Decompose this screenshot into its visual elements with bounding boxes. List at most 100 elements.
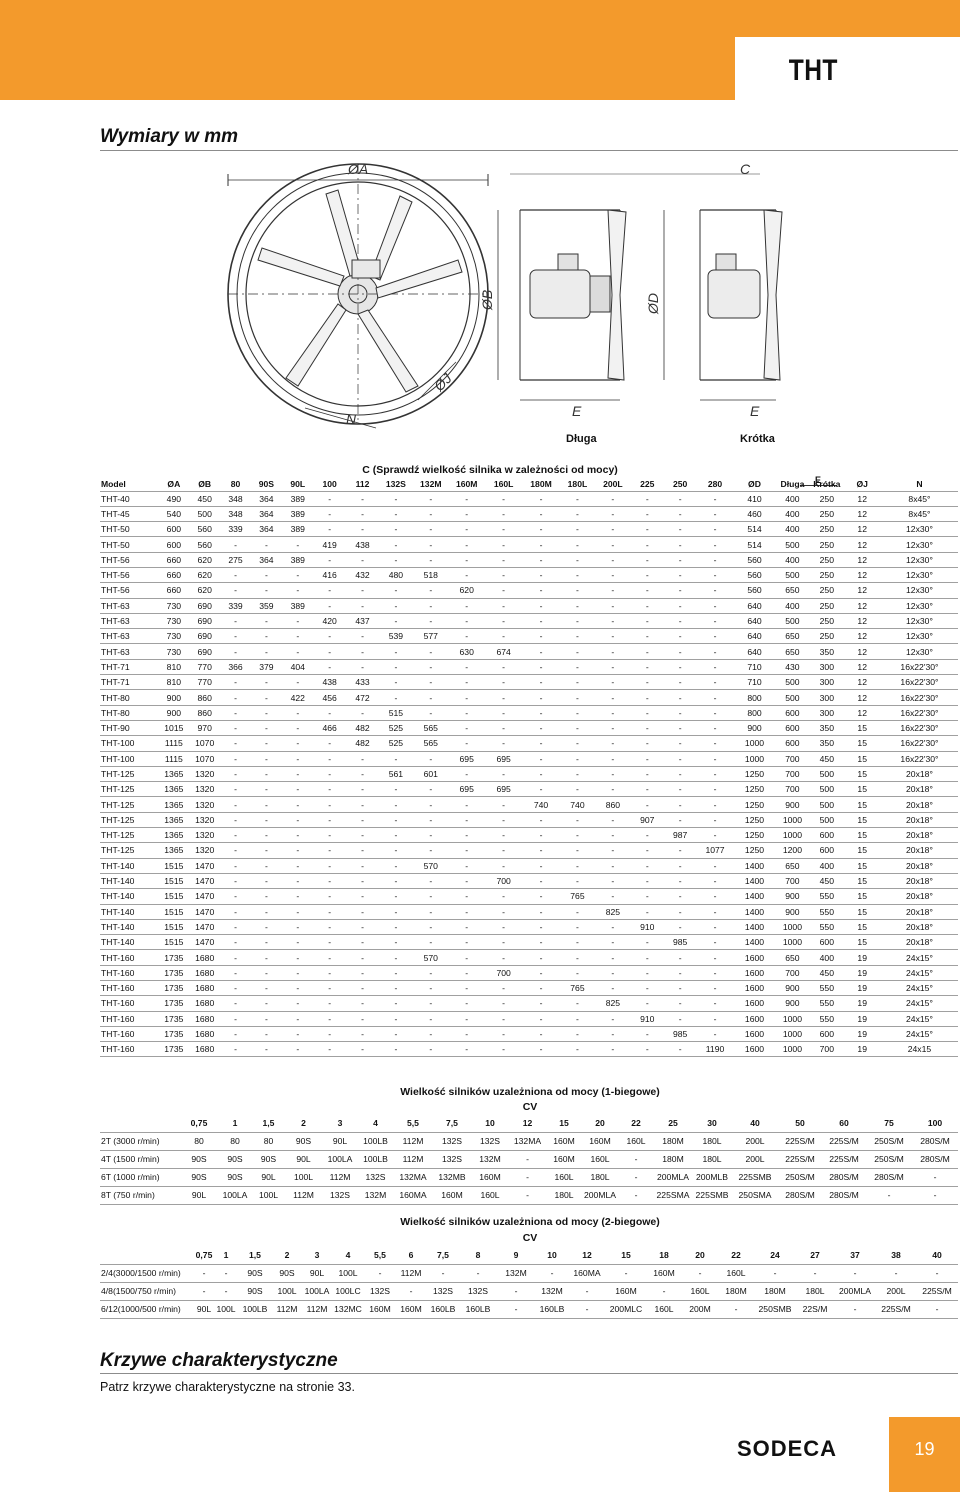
motor1-cell: 280S/M [778, 1186, 822, 1205]
dimensions-cell: 15 [843, 888, 881, 905]
dimensions-cell: - [559, 934, 596, 951]
dimensions-cell: - [313, 659, 346, 676]
dimensions-cell: - [220, 536, 251, 553]
motor2-cell: 132M [536, 1282, 568, 1301]
dimensions-cell: 600 [158, 536, 190, 553]
dimensions-cell: 12x30° [880, 552, 958, 568]
dimensions-cell: - [630, 904, 665, 920]
dimensions-cell: 1000 [774, 812, 811, 829]
dimensions-cell: 525 [379, 735, 413, 752]
dimensions-cell: - [345, 919, 380, 936]
dimensions-cell: 1735 [158, 949, 190, 966]
dimensions-cell: - [250, 674, 283, 691]
dimensions-cell: - [345, 705, 380, 721]
dimensions-cell: 12 [843, 705, 881, 721]
dimensions-cell: - [250, 812, 283, 829]
dimensions-cell: 437 [345, 613, 380, 630]
dimensions-cell: 250 [810, 567, 844, 584]
dimensions-cell: - [412, 705, 449, 721]
dimensions-cell: THT-140 [100, 919, 159, 936]
technical-drawing: ØA C ØB ØD ØJ N E E Długa Krótka [227, 161, 783, 445]
dimensions-cell: 900 [774, 995, 811, 1012]
dimensions-cell: - [448, 506, 485, 523]
caption-short: Krótka [740, 433, 776, 445]
dimensions-cell: - [484, 1026, 523, 1043]
motor1-cell: - [618, 1150, 654, 1169]
motor1-cell: 132S [322, 1186, 358, 1205]
dimensions-cell: - [695, 689, 735, 706]
dimensions-cell: 348 [220, 506, 251, 523]
dimensions-cell: THT-140 [100, 904, 159, 920]
dimensions-cell: - [630, 659, 665, 676]
dimensions-cell: 12x30° [880, 628, 958, 645]
dimensions-cell: 20x18° [880, 812, 958, 829]
motor1-cell: 90L [322, 1132, 358, 1151]
dimensions-cell: - [250, 965, 283, 982]
dimensions-cell: 480 [379, 567, 413, 584]
dimensions-header-cell: 80 [220, 477, 251, 492]
motor1-cell: 132S [471, 1132, 509, 1151]
motor1-header-cell: 7,5 [433, 1114, 471, 1133]
dimensions-cell: - [664, 491, 696, 507]
dimensions-cell: - [448, 995, 485, 1012]
dimensions-cell: 1600 [734, 949, 775, 966]
dimensions-cell: - [595, 628, 631, 645]
dimensions-cell: - [412, 674, 449, 691]
dimensions-cell: 389 [282, 491, 314, 507]
dimensions-cell: - [630, 567, 665, 584]
dimensions-cell: - [484, 812, 523, 829]
motor2-cell: 90S [238, 1282, 272, 1301]
dimensions-cell: 350 [810, 735, 844, 752]
motor1-cell: 250S/M [778, 1168, 822, 1187]
dimensions-cell: - [379, 751, 413, 767]
dimensions-cell: - [522, 536, 560, 553]
motor2-cell: - [426, 1264, 460, 1283]
dimensions-cell: - [664, 919, 696, 936]
dimensions-cell: 710 [734, 659, 775, 676]
dimensions-cell: 1250 [734, 781, 775, 798]
dimensions-cell: - [664, 888, 696, 905]
dimensions-cell: 660 [158, 567, 190, 584]
dimensions-cell: - [250, 904, 283, 920]
dimensions-cell: 1515 [158, 904, 190, 920]
motor1-cell: 100LA [322, 1150, 358, 1169]
dimensions-cell: THT-160 [100, 995, 159, 1012]
motor2-cell: - [916, 1264, 958, 1283]
dimensions-cell: - [412, 781, 449, 798]
dimensions-cell: - [695, 720, 735, 737]
dimensions-cell: - [282, 904, 314, 920]
dimensions-cell: 550 [810, 995, 844, 1012]
dimensions-cell: 1680 [189, 980, 221, 997]
motor2-cell: - [496, 1300, 536, 1319]
motor1-cell: 80 [180, 1132, 218, 1151]
dimensions-cell: - [595, 720, 631, 737]
dimensions-cell: 364 [250, 521, 283, 538]
motor2-header-cell: 20 [682, 1246, 718, 1265]
dimensions-cell: 1200 [774, 842, 811, 859]
dimensions-cell: - [412, 919, 449, 936]
dimensions-cell: - [595, 812, 631, 829]
motor2-cell: - [194, 1264, 214, 1283]
dimensions-cell: - [448, 842, 485, 859]
dimensions-cell: - [559, 643, 596, 660]
dimensions-cell: 620 [189, 552, 221, 568]
dimensions-cell: - [412, 888, 449, 905]
motor2-cell: 90L [194, 1300, 214, 1319]
dimensions-cell: - [484, 491, 523, 507]
dimensions-cell: 16x22'30° [880, 751, 958, 767]
motor1-cell: 132MA [509, 1132, 546, 1151]
dimensions-cell: THT-125 [100, 827, 159, 844]
dimensions-cell: - [220, 643, 251, 660]
dimensions-cell: - [595, 659, 631, 676]
motor2-cell: 225S/M [876, 1300, 916, 1319]
dimensions-cell: - [664, 965, 696, 982]
dimensions-cell: - [595, 965, 631, 982]
dimensions-cell: - [664, 674, 696, 691]
dimensions-cell: THT-140 [100, 934, 159, 951]
dimensions-cell: - [522, 842, 560, 859]
dimensions-cell: 12 [843, 552, 881, 568]
